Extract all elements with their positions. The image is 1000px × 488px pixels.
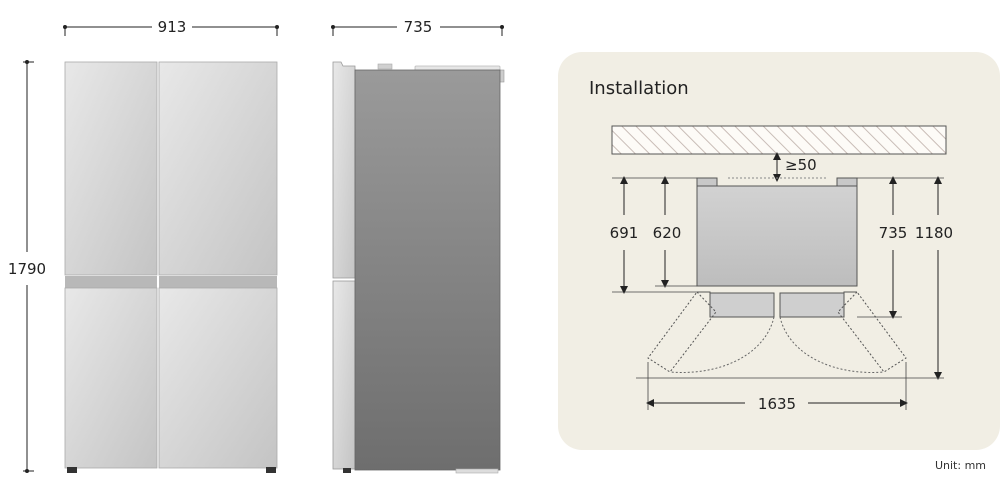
depth-691-label: 691 <box>610 224 639 242</box>
top-clearance-dimension: ≥50 <box>728 152 828 182</box>
depth-1180-label: 1180 <box>915 224 953 242</box>
front-right-foot <box>266 467 276 473</box>
depth-691-dimension: 691 <box>610 176 697 294</box>
fridge-cabinet-topview <box>696 185 858 287</box>
side-lower-door <box>332 280 356 470</box>
right-door-closed <box>779 292 845 318</box>
front-lower-left-door <box>64 287 158 469</box>
side-cabinet <box>354 69 501 471</box>
installation-title: Installation <box>589 78 689 99</box>
front-left-handle-strip <box>65 276 157 288</box>
depth-735-label: 735 <box>879 224 908 242</box>
front-height-label: 1790 <box>8 260 46 278</box>
front-body <box>64 61 278 473</box>
left-door-closed <box>709 292 775 318</box>
ceiling-hatch <box>611 125 947 155</box>
front-upper-right-door <box>158 61 278 276</box>
front-left-foot <box>67 467 77 473</box>
front-upper-left-door <box>64 61 158 276</box>
right-door-swing-arc <box>779 316 885 373</box>
depth-1180-dimension: 1180 <box>636 176 953 380</box>
top-clearance-label: ≥50 <box>785 156 817 174</box>
width-1635-label: 1635 <box>758 395 796 413</box>
side-upper-door <box>332 61 356 279</box>
front-lower-right-door <box>158 287 278 469</box>
front-view: 913 1790 <box>8 18 279 473</box>
front-width-label: 913 <box>158 18 187 36</box>
installation-panel: Installation ≥50 <box>558 52 1000 450</box>
left-door-swing-arc <box>669 316 775 373</box>
unit-label: Unit: mm <box>935 459 986 472</box>
front-width-dimension: 913 <box>63 18 279 36</box>
side-depth-dimension: 735 <box>331 18 504 36</box>
side-view: 735 <box>331 18 505 474</box>
side-depth-label: 735 <box>404 18 433 36</box>
side-body <box>332 61 505 474</box>
depth-735-dimension: 735 <box>857 176 944 319</box>
depth-620-dimension: 620 <box>653 176 697 288</box>
front-right-handle-strip <box>159 276 277 288</box>
left-door-open <box>647 291 717 373</box>
front-height-dimension: 1790 <box>8 60 46 473</box>
installation-fridge <box>647 177 907 373</box>
right-door-open <box>837 291 907 373</box>
depth-620-label: 620 <box>653 224 682 242</box>
width-1635-dimension: 1635 <box>646 362 908 413</box>
